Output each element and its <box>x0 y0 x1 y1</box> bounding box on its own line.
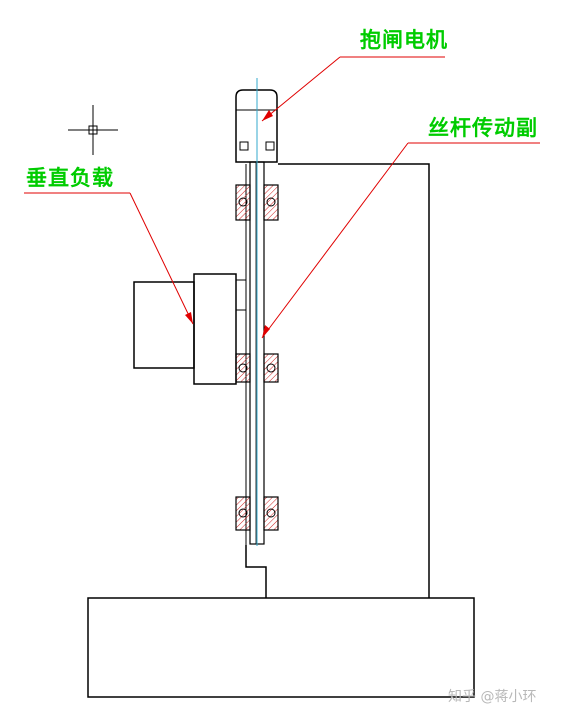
vertical-load-block <box>133 273 247 385</box>
column-frame <box>245 163 430 598</box>
leader-screw <box>261 142 540 339</box>
crosshair-cursor-icon <box>68 105 118 155</box>
label-vertical-load: 垂直负载 <box>26 166 114 190</box>
label-screw-pair: 丝杆传动副 <box>428 116 538 140</box>
bottom-bearing <box>235 496 279 531</box>
watermark: 知乎 @蒋小环 <box>448 689 537 705</box>
base-block <box>87 597 475 698</box>
screw-nut <box>235 353 279 383</box>
leader-motor <box>261 56 445 122</box>
top-bearing <box>235 184 279 221</box>
leader-load <box>24 192 194 325</box>
label-brake-motor: 抱闸电机 <box>360 28 448 52</box>
